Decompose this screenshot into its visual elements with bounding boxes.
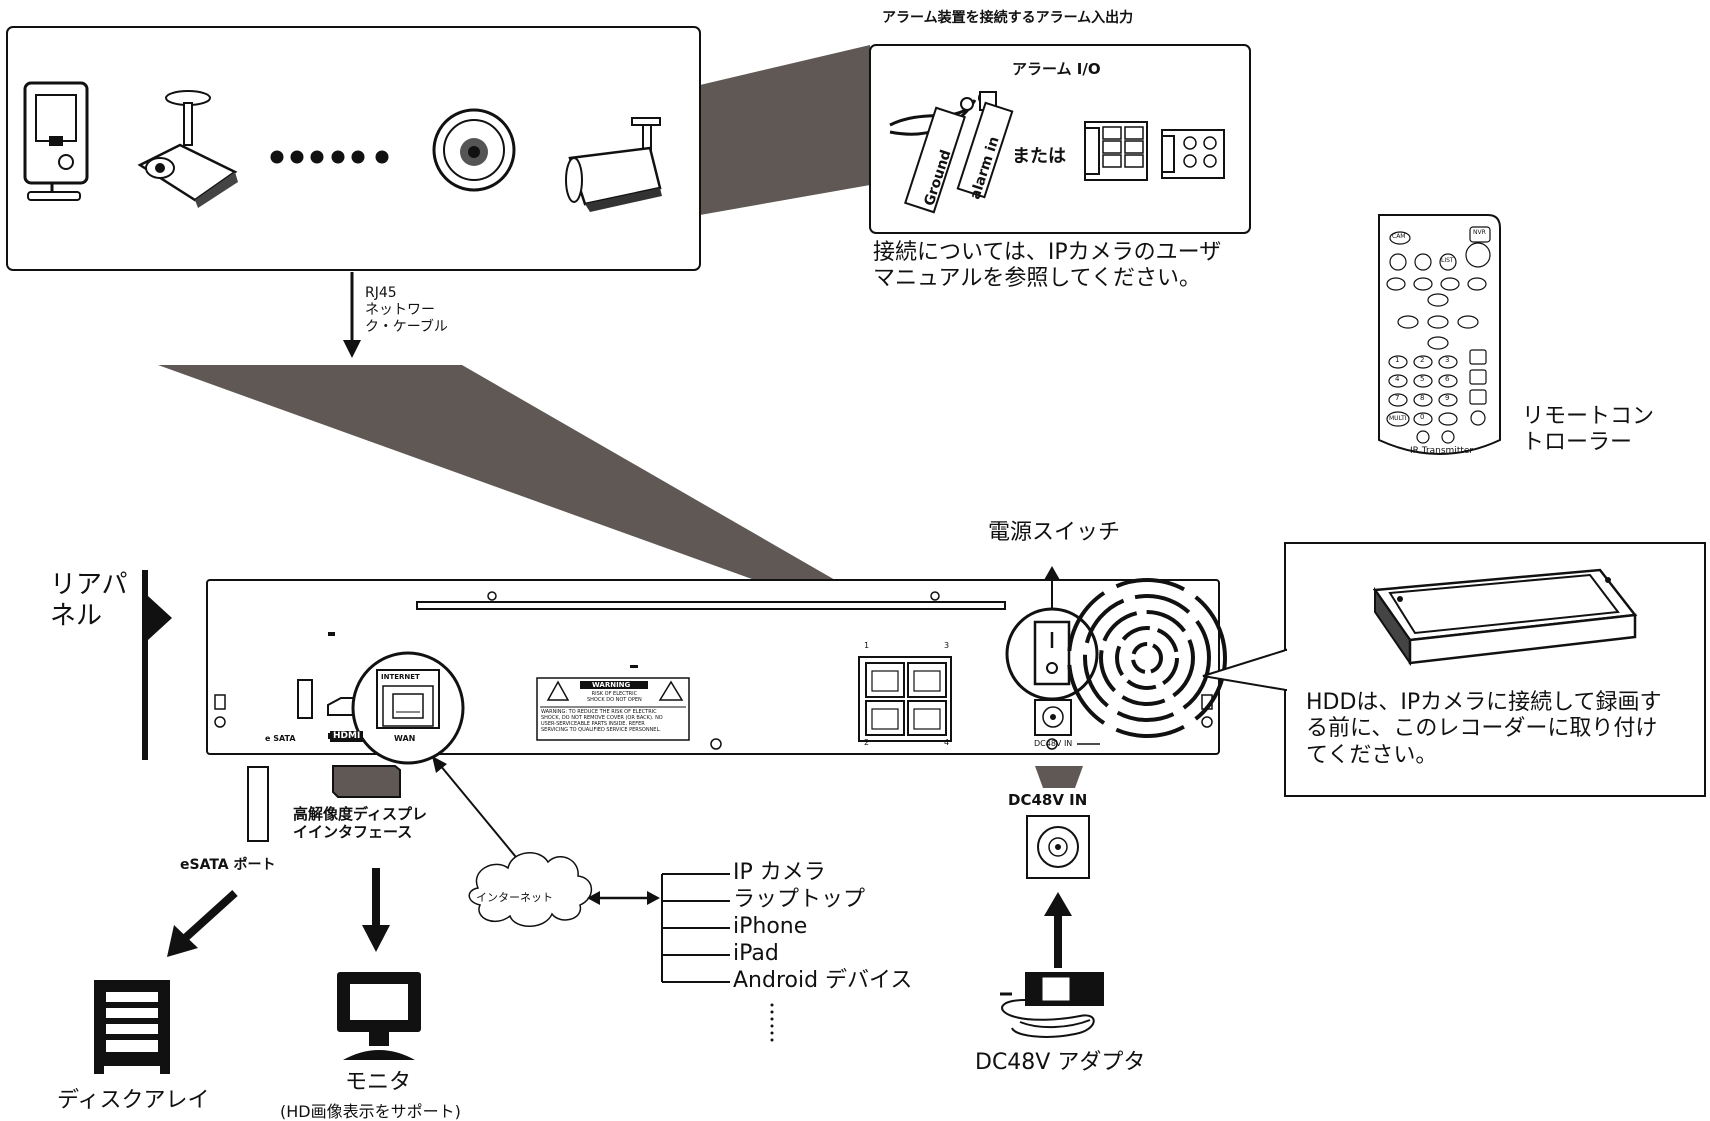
remote-nvr-button: NVR: [1473, 229, 1486, 236]
disk-array-icon: [94, 980, 170, 1074]
remote-multi-button: MULTI: [1389, 415, 1407, 422]
esata-port-shape: [297, 679, 313, 719]
disk-array-label: ディスクアレイ: [57, 1088, 210, 1113]
camera-projection-wedge: [700, 45, 870, 215]
dome-camera-icon: [432, 108, 516, 192]
alarm-in-wire-tag: [956, 101, 1014, 199]
rear-panel-label: リアパ ネル: [50, 570, 128, 632]
monitor-label: モニタ: [345, 1070, 412, 1095]
device-ipad: iPad: [733, 941, 779, 966]
wan-port-label: WAN: [394, 734, 416, 743]
device-iphone: iPhone: [733, 914, 808, 939]
power-switch-label: 電源スイッチ: [988, 520, 1121, 545]
hdd-note: HDDは、IPカメラに接続して録画す る前に、このレコーダーに取り付け てくださ…: [1306, 690, 1662, 768]
monitor-sub-label: (HD画像表示をサポート): [280, 1102, 461, 1121]
hdmi-cable: [332, 765, 401, 798]
terminal-block-b-icon: [1161, 129, 1225, 179]
camera-group-box: [6, 26, 701, 271]
alarm-io-label: アラーム I/O: [1012, 60, 1101, 78]
dc-in-port-label: DC48V IN: [1034, 739, 1073, 748]
esata-arrow: [180, 890, 238, 943]
esata-label: eSATA ポート: [180, 857, 276, 873]
remote-cam-button: CAM: [1392, 233, 1406, 240]
monitor-icon: [337, 972, 421, 1060]
network-port-block: [858, 656, 952, 742]
warning-title: WARNING: [592, 681, 631, 689]
device-list-more-dots: [770, 1003, 774, 1042]
rear-slot: [416, 601, 1006, 610]
remote-list-button: LIST: [1441, 257, 1454, 264]
internet-cloud-icon: [468, 852, 593, 927]
box-camera-icon: [137, 90, 238, 208]
warning-body: WARNING: TO REDUCE THE RISK OF ELECTRIC …: [541, 709, 663, 733]
cube-camera-icon: [23, 81, 89, 201]
device-laptop: ラップトップ: [733, 887, 866, 912]
hard-disk-icon: [1372, 568, 1638, 667]
alarm-heading: アラーム装置を接続するアラーム入出力: [882, 10, 1134, 26]
esata-cable: [247, 766, 269, 842]
port-number: 1: [864, 641, 870, 650]
remote-key: 2: [1420, 356, 1425, 364]
more-cameras-dots: [270, 150, 389, 164]
remote-key: 1: [1395, 356, 1400, 364]
terminal-block-a-icon: [1084, 121, 1148, 181]
remote-key: 4: [1395, 375, 1400, 383]
remote-key: 7: [1395, 394, 1400, 402]
alarm-or-label: または: [1012, 146, 1066, 167]
dc48v-adapter-label: DC48V アダプタ: [975, 1050, 1146, 1075]
remote-key: 3: [1445, 356, 1450, 364]
alarm-note: 接続については、IPカメラのユーザ マニュアルを参照してください。: [873, 240, 1222, 292]
remote-key: 8: [1420, 394, 1425, 402]
esata-port-label: e SATA: [265, 734, 296, 743]
rj45-cable-label: RJ45 ネットワー ク・ケーブル: [365, 285, 448, 335]
internet-label: インターネット: [476, 891, 553, 904]
port-number: 4: [944, 738, 950, 747]
wan-arrow: [439, 764, 526, 869]
power-adapter-icon: [1000, 972, 1104, 1038]
remote-key: 5: [1420, 375, 1425, 383]
remote-footer: IR Transmitter: [1410, 446, 1474, 456]
dc48v-in-label: DC48V IN: [1008, 791, 1088, 809]
hdmi-logo: HDMI: [330, 731, 364, 742]
remote-key: 9: [1445, 394, 1450, 402]
bullet-camera-icon: [565, 117, 662, 212]
device-ip-camera: IP カメラ: [733, 860, 826, 885]
dc-in-pointer: [1035, 766, 1083, 788]
device-android: Android デバイス: [733, 968, 913, 993]
fan-vent-icon: [1067, 578, 1227, 738]
port-number: 3: [944, 641, 950, 650]
rj45-arrowhead: [343, 340, 361, 358]
remote-key: 0: [1420, 413, 1425, 421]
remote-label: リモートコン トローラー: [1522, 404, 1655, 456]
warning-sub: RISK OF ELECTRIC SHOCK DO NOT OPEN: [587, 691, 642, 703]
ground-wire-tag: [904, 106, 966, 214]
device-list-bracket: [661, 873, 730, 983]
hd-interface-label: 高解像度ディスプレ イインタフェース: [293, 805, 427, 841]
internet-port-label: INTERNET: [381, 673, 420, 681]
network-projection-wedge: [158, 365, 948, 645]
remote-control-icon: [1378, 214, 1501, 455]
port-number: 2: [864, 738, 870, 747]
power-switch-shape: [1033, 620, 1071, 686]
remote-key: 6: [1445, 375, 1450, 383]
